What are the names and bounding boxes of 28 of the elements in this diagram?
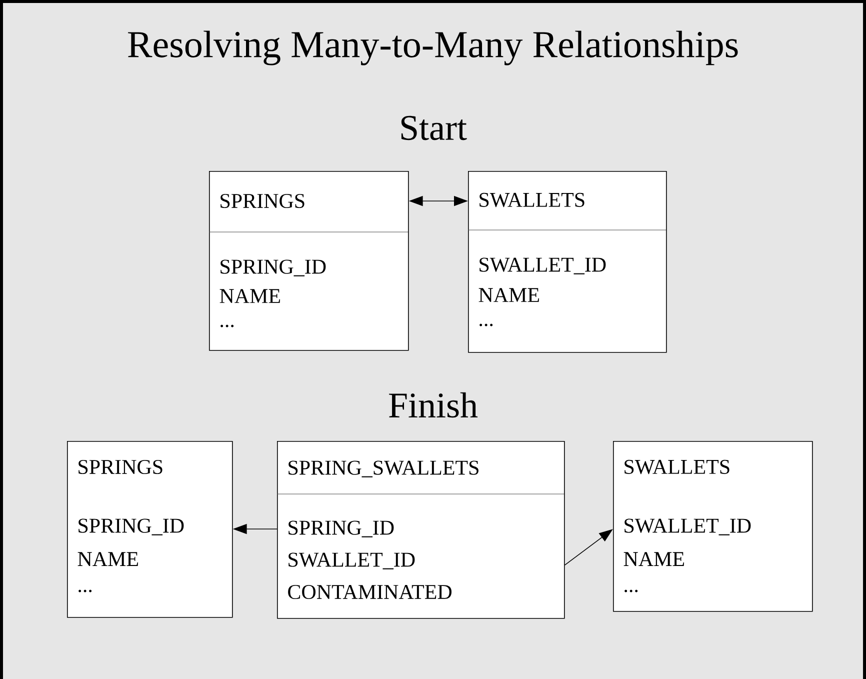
field-name: SPRING_ID — [78, 518, 184, 536]
table-box — [613, 441, 813, 612]
field-name: NAME — [478, 288, 539, 302]
section-heading: Finish — [389, 392, 478, 418]
title: Resolving Many-to-Many Relationships — [128, 30, 738, 66]
table-name: SWALLETS — [624, 460, 730, 474]
table-box — [468, 171, 667, 353]
field-name: NAME — [78, 552, 138, 566]
field-name: SWALLET_ID — [288, 552, 415, 570]
field-name: SWALLET_ID — [624, 518, 751, 536]
table-box — [276, 441, 565, 619]
section-heading: Start — [401, 116, 467, 140]
table-name: SPRING_SWALLETS — [288, 460, 478, 478]
table-name: SWALLETS — [480, 192, 584, 208]
field-name: SWALLET_ID — [480, 258, 606, 274]
table-box — [67, 441, 233, 618]
field-name: ... — [78, 590, 92, 592]
field-name: ... — [624, 590, 638, 592]
field-name: SPRING_ID — [288, 520, 394, 538]
table-name: SPRINGS — [220, 194, 304, 208]
field-name: ... — [220, 324, 234, 328]
field-name: NAME — [220, 289, 280, 303]
field-name: NAME — [624, 552, 684, 566]
table-box — [208, 171, 409, 351]
table-name: SPRINGS — [78, 460, 162, 474]
field-name: SPRING_ID — [220, 260, 326, 276]
field-name: CONTAMINATED — [288, 584, 452, 600]
field-name: ... — [480, 324, 493, 326]
